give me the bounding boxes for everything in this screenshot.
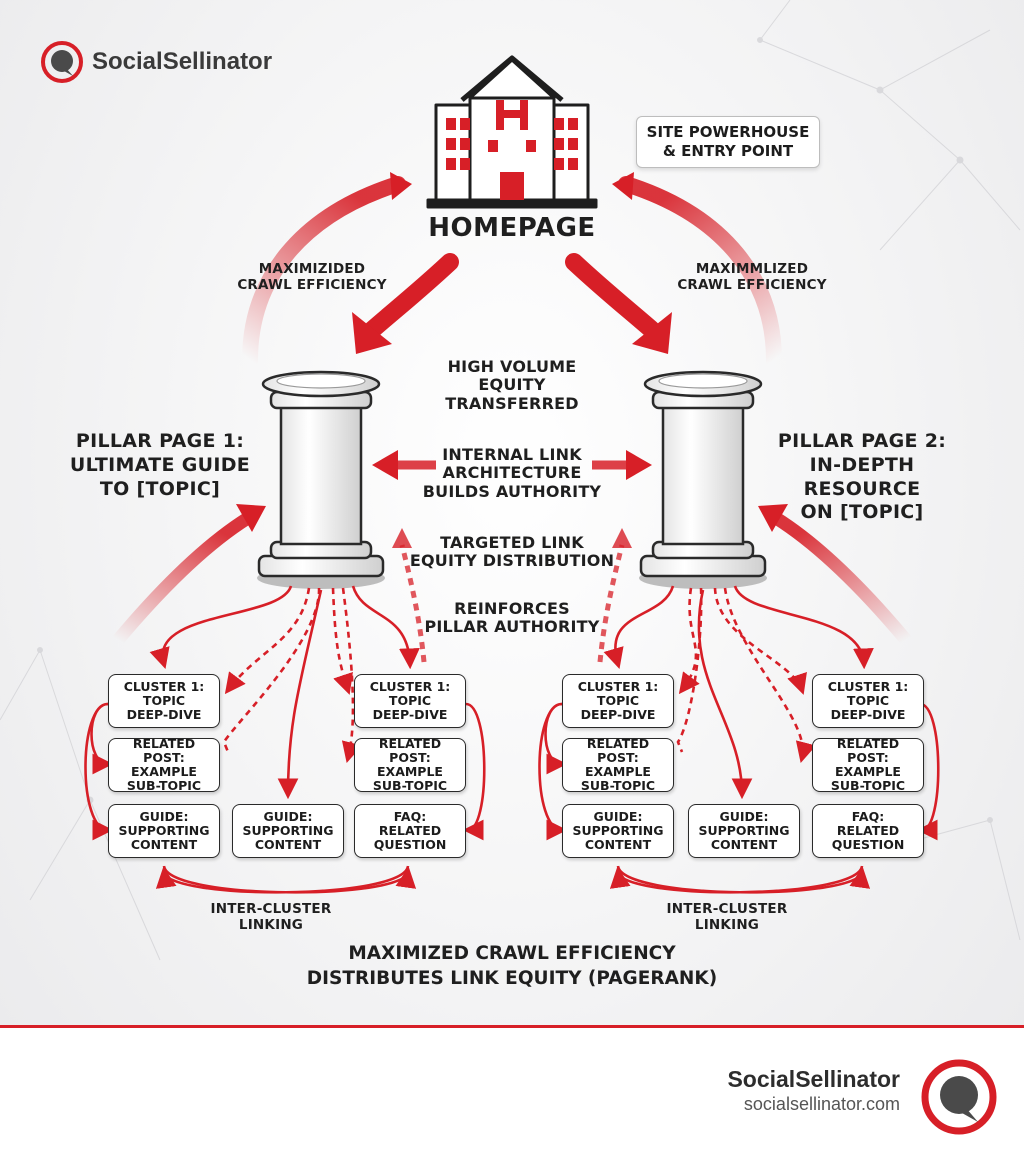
homepage-label: HOMEPAGE [428, 213, 596, 243]
connector-arrow [341, 587, 363, 764]
connector-arrow [713, 587, 807, 695]
connector-arrow [331, 587, 353, 695]
connector-arrow [916, 702, 940, 841]
callout-line-2: & ENTRY POINT [662, 142, 794, 160]
connector-arrow [277, 589, 323, 800]
footer: SocialSellinator socialsellinator.com [0, 1025, 1024, 1157]
connector-arrow [723, 587, 816, 764]
connector-arrow [84, 702, 114, 841]
footer-logo-icon [921, 1059, 997, 1135]
connector-arrow [544, 702, 568, 775]
homepage-flow-arrows [111, 172, 913, 663]
connector-arrow [462, 702, 486, 841]
pillar-columns [257, 370, 767, 589]
connector-arrow [224, 587, 311, 695]
connector-arrow [156, 865, 410, 894]
connector-arrow [538, 702, 568, 841]
pillar-column-1 [257, 370, 385, 589]
connector-arrow [733, 585, 874, 670]
diagram-canvas [0, 0, 1021, 961]
footer-brand-url[interactable]: socialsellinator.com [743, 1094, 900, 1114]
cluster-connectors [84, 585, 940, 894]
connector-arrow [697, 589, 753, 800]
homepage-callout: SITE POWERHOUSE & ENTRY POINT [636, 116, 820, 168]
connector-arrow [610, 865, 864, 894]
connector-arrow [90, 702, 114, 775]
footer-brand-name: SocialSellinator [727, 1066, 900, 1092]
brand-logo-icon [41, 41, 83, 83]
connector-arrow [678, 587, 700, 695]
brand-header: SocialSellinator [40, 40, 272, 84]
callout-line-1: SITE POWERHOUSE [646, 123, 810, 142]
connector-arrow [149, 585, 293, 669]
brand-name: SocialSellinator [92, 48, 273, 75]
connector-arrow [351, 585, 420, 670]
hospital-building-icon [426, 55, 598, 209]
pillar-column-2 [639, 370, 767, 589]
connector-arrow [603, 585, 675, 669]
